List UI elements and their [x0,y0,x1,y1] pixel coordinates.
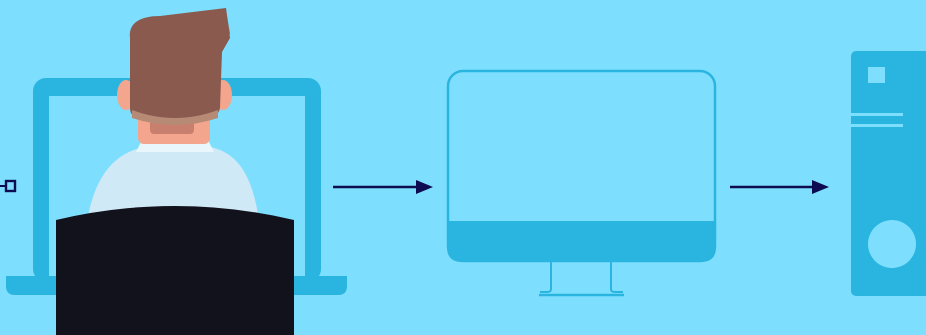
connector-icon [0,179,17,193]
person-illustration [56,8,294,335]
right-arrow-icon [730,180,829,194]
server-tower-icon [851,51,926,296]
desktop-monitor-icon [446,69,717,297]
chair [56,206,294,335]
hair [129,8,230,125]
right-arrow-icon [333,180,433,194]
